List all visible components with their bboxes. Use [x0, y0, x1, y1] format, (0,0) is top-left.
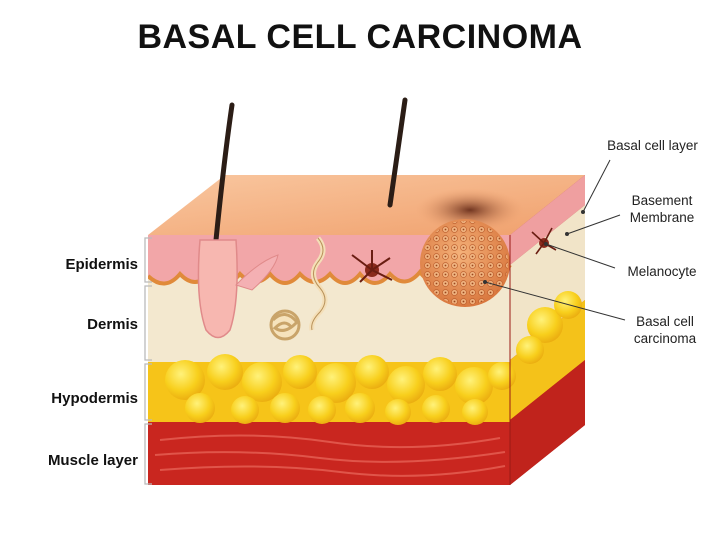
diagram-title: BASAL CELL CARCINOMA [137, 18, 583, 56]
label-melanocyte: Melanocyte [627, 264, 697, 279]
label-bcc-line2: carcinoma [633, 331, 697, 346]
label-basal-cell-carcinoma: Basal cell carcinoma [615, 313, 715, 347]
label-epidermis: Epidermis [65, 256, 138, 273]
muscle-layer [148, 422, 510, 485]
label-basement-membrane-line2: Membrane [629, 210, 695, 225]
hair-follicle [197, 239, 238, 339]
label-muscle-layer: Muscle layer [47, 452, 138, 469]
leader-lines [484, 159, 626, 321]
label-basement-membrane-line1: Basement [631, 193, 693, 208]
lesion-surface [415, 188, 525, 232]
hair-shaft-left [213, 102, 235, 243]
label-basement-membrane: Basement Membrane [612, 192, 712, 226]
label-dermis: Dermis [87, 316, 138, 333]
hair-shaft-right [387, 97, 408, 208]
melanocyte-cell [351, 250, 393, 283]
layer-brackets [144, 237, 152, 485]
label-basal-cell-layer: Basal cell layer [607, 138, 698, 153]
fat-globules [165, 291, 582, 425]
label-bcc-line1: Basal cell [636, 314, 694, 329]
sweat-gland [269, 309, 301, 341]
label-hypodermis: Hypodermis [51, 390, 138, 407]
